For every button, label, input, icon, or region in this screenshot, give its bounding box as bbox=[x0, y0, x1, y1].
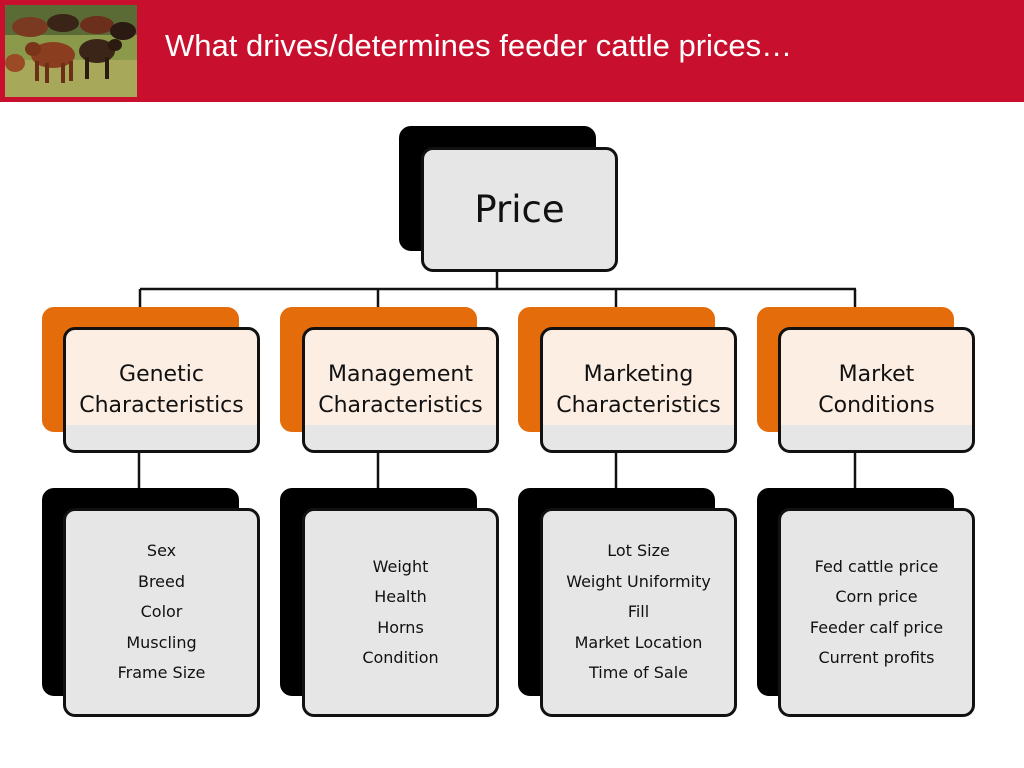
list-item: Lot Size bbox=[607, 541, 670, 561]
category-management-line2: Characteristics bbox=[318, 393, 483, 418]
list-item: Breed bbox=[137, 571, 186, 591]
list-item: Feeder calf price bbox=[809, 617, 944, 637]
category-genetic: Genetic Characteristics bbox=[63, 327, 260, 453]
list-item: Current profits bbox=[818, 648, 935, 667]
list-item: Weight Uniformity bbox=[566, 571, 711, 591]
category-genetic-line2: Characteristics bbox=[79, 393, 244, 418]
category-market-conditions: Market Conditions bbox=[778, 327, 975, 453]
list-item: Time of Sale bbox=[589, 663, 688, 683]
price-box: Price bbox=[421, 147, 618, 272]
list-item: Frame Size bbox=[117, 663, 206, 683]
list-item: Fill bbox=[627, 602, 650, 622]
category-management-line1: Management bbox=[328, 362, 473, 387]
genetic-factors-list: Sex Breed Color Muscling Frame Size bbox=[118, 536, 206, 689]
price-label: Price bbox=[474, 188, 565, 231]
marketing-factors-list: Lot Size Weight Uniformity Fill Market L… bbox=[566, 536, 711, 689]
list-item: Condition bbox=[362, 648, 439, 667]
marketing-factors-box: Lot Size Weight Uniformity Fill Market L… bbox=[540, 508, 737, 717]
cattle-herd-photo bbox=[5, 5, 137, 97]
category-marketing: Marketing Characteristics bbox=[540, 327, 737, 453]
list-item: Color bbox=[140, 602, 183, 622]
genetic-factors-box: Sex Breed Color Muscling Frame Size bbox=[63, 508, 260, 717]
category-marketing-line2: Characteristics bbox=[556, 393, 721, 418]
list-item: Weight bbox=[372, 556, 429, 576]
management-factors-box: Weight Health Horns Condition bbox=[302, 508, 499, 717]
list-item: Corn price bbox=[835, 587, 918, 606]
category-market-conditions-line1: Market bbox=[838, 362, 915, 387]
list-item: Fed cattle price bbox=[814, 556, 939, 576]
market-conditions-factors-box: Fed cattle price Corn price Feeder calf … bbox=[778, 508, 975, 717]
category-genetic-line1: Genetic bbox=[119, 362, 204, 387]
category-management: Management Characteristics bbox=[302, 327, 499, 453]
list-item: Health bbox=[374, 587, 427, 606]
category-market-conditions-line2: Conditions bbox=[818, 393, 935, 418]
management-factors-list: Weight Health Horns Condition bbox=[362, 552, 438, 674]
category-marketing-line1: Marketing bbox=[583, 362, 694, 387]
slide-title: What drives/determines feeder cattle pri… bbox=[165, 28, 793, 63]
header-bar: What drives/determines feeder cattle pri… bbox=[0, 0, 1024, 102]
list-item: Horns bbox=[377, 617, 424, 637]
list-item: Sex bbox=[146, 541, 177, 561]
list-item: Muscling bbox=[126, 632, 197, 652]
list-item: Market Location bbox=[574, 632, 703, 652]
market-conditions-factors-list: Fed cattle price Corn price Feeder calf … bbox=[810, 552, 943, 674]
